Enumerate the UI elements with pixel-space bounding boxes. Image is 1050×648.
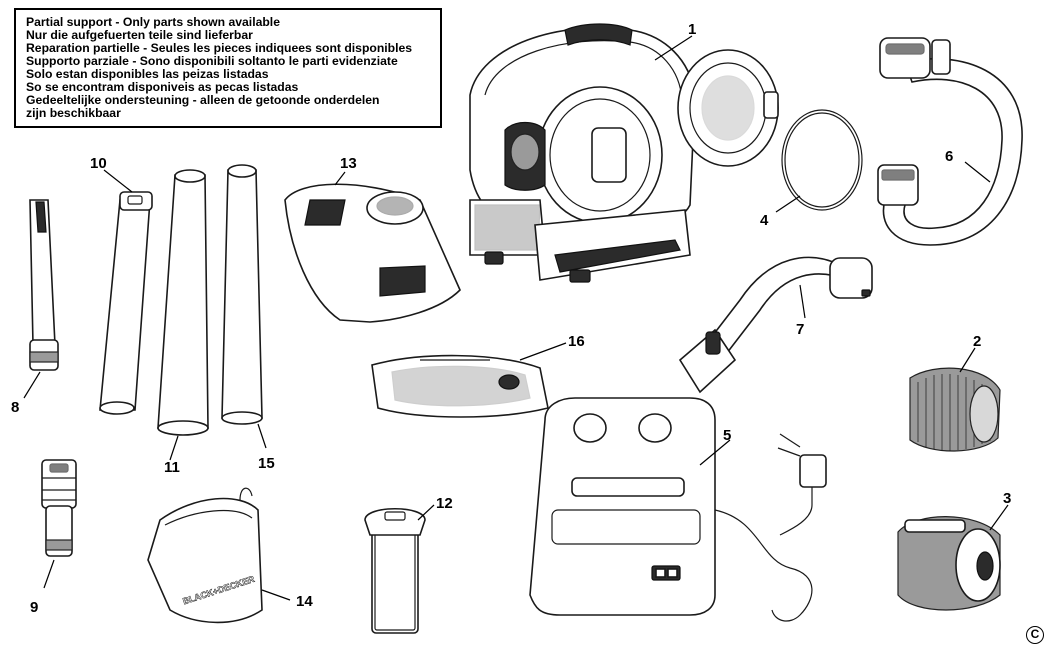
part-16-base-insert[interactable] xyxy=(371,354,549,418)
label-7: 7 xyxy=(796,321,804,338)
partial-support-notice: Partial support - Only parts shown avail… xyxy=(14,8,442,128)
part-4-seal-ring[interactable] xyxy=(781,109,863,211)
leader-3 xyxy=(989,504,1009,531)
leader-14 xyxy=(261,589,291,601)
leader-16 xyxy=(519,342,567,361)
part-1-vacuum-body[interactable] xyxy=(469,23,696,283)
leader-6 xyxy=(964,161,991,183)
leader-1 xyxy=(654,35,693,61)
label-11: 11 xyxy=(164,459,180,476)
notice-line: Supporto parziale - Sono disponibili sol… xyxy=(26,54,398,68)
leader-9 xyxy=(43,559,55,589)
label-4: 4 xyxy=(760,212,769,229)
notice-line: Partial support - Only parts shown avail… xyxy=(26,15,280,29)
part-5-charging-base[interactable] xyxy=(529,397,827,622)
leader-10 xyxy=(103,169,133,193)
label-2: 2 xyxy=(973,333,981,350)
leader-12 xyxy=(417,504,435,521)
notice-line: Solo estan disponibles las peizas listad… xyxy=(26,67,269,81)
label-8: 8 xyxy=(11,399,19,416)
part-13-floor-brush[interactable] xyxy=(284,183,461,323)
leader-7 xyxy=(799,284,806,319)
label-12: 12 xyxy=(436,495,453,512)
part-8-crevice-tool[interactable] xyxy=(29,199,59,371)
part-14-storage-bag[interactable]: BLACK+DECKER xyxy=(147,487,263,624)
leader-5 xyxy=(699,439,731,466)
notice-line: Gedeeltelijke ondersteuning - alleen de … xyxy=(26,93,380,107)
part-2-pleated-filter[interactable] xyxy=(909,367,1001,452)
leader-4 xyxy=(775,195,801,213)
notice-line: Reparation partielle - Seules les pieces… xyxy=(26,41,413,55)
filter-door xyxy=(677,49,779,167)
notice-line: Nur die aufgefuerten teile sind lieferba… xyxy=(26,28,253,42)
label-15: 15 xyxy=(258,455,275,472)
part-6-flexible-hose[interactable] xyxy=(877,37,1023,246)
leader-15 xyxy=(257,423,267,449)
part-10-extension-tube[interactable] xyxy=(99,191,153,415)
part-15-extension-tube[interactable] xyxy=(221,164,263,425)
label-9: 9 xyxy=(30,599,38,616)
notice-line: zijn beschikbaar xyxy=(26,106,121,120)
label-16: 16 xyxy=(568,333,585,350)
notice-line: So se encontram disponiveis as pecas lis… xyxy=(26,80,299,94)
part-3-filter-cap[interactable] xyxy=(897,516,1001,611)
part-7-handle-hose[interactable] xyxy=(678,256,873,394)
part-11-extension-tube[interactable] xyxy=(157,169,209,436)
label-5: 5 xyxy=(723,427,731,444)
leader-11 xyxy=(169,435,179,461)
label-13: 13 xyxy=(340,155,357,172)
label-14: 14 xyxy=(296,593,313,610)
part-12-strap[interactable] xyxy=(364,507,426,634)
copyright-mark: C xyxy=(1026,626,1044,644)
label-1: 1 xyxy=(688,21,696,38)
part-9-brush-nozzle[interactable] xyxy=(41,459,77,557)
leader-13 xyxy=(334,171,346,186)
label-3: 3 xyxy=(1003,490,1011,507)
label-10: 10 xyxy=(90,155,107,172)
label-6: 6 xyxy=(945,148,953,165)
leader-8 xyxy=(23,371,41,399)
leader-2 xyxy=(959,347,976,373)
